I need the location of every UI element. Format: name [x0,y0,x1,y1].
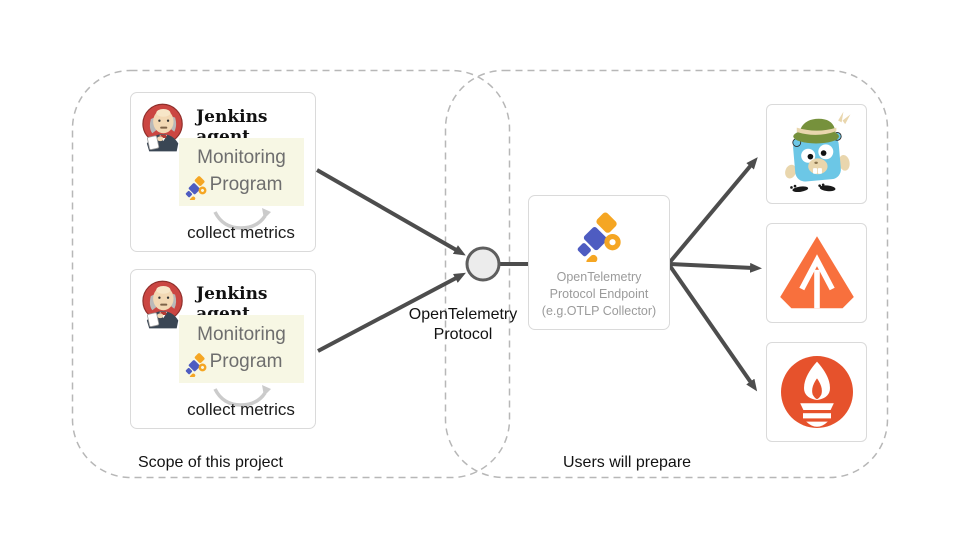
arrow-endpoint-to-zipkin [669,262,762,273]
scope-group-label: Scope of this project [138,454,283,471]
endpoint-label-line2: Protocol Endpoint [549,287,649,301]
arrow-endpoint-to-jaeger [668,157,758,264]
otlp-protocol-label-line2: Protocol [433,326,493,343]
opentelemetry-telescope-icon [572,208,626,262]
arrow-agent1-to-node [316,168,466,256]
program-label-line1: Monitoring [197,324,286,345]
program-label-line2: Program [209,351,283,372]
collect-metrics-label: collect metrics [187,400,295,419]
endpoint-label-line1: OpenTelemetry [556,270,642,284]
otlp-protocol-label-line1: OpenTelemetry [408,306,518,323]
otlp-protocol-label: OpenTelemetry Protocol [378,305,548,345]
otlp-endpoint-card: OpenTelemetry Protocol Endpoint (e.g.OTL… [528,195,670,330]
program-label-line2: Program [209,174,283,195]
telescope-icon [183,351,209,377]
program-label-line1: Monitoring [197,147,286,168]
otlp-junction-node [465,246,501,282]
zipkin-logo [777,233,857,313]
telescope-icon [183,174,209,200]
monitoring-program-box: Monitoring Program [179,138,304,206]
monitoring-program-box: Monitoring Program [179,315,304,383]
backend-card-prometheus [766,342,867,442]
arrow-endpoint-to-prometheus [668,264,758,392]
endpoint-label: OpenTelemetry Protocol Endpoint (e.g.OTL… [542,269,656,320]
jenkins-agent-card-1: Jenkins agent Monitoring Program collect… [130,92,316,252]
users-group-label: Users will prepare [563,454,692,471]
backend-card-zipkin [766,223,867,323]
backend-card-jaeger [766,104,867,204]
collect-metrics-label: collect metrics [187,223,295,242]
endpoint-label-line3: (e.g.OTLP Collector) [541,304,657,318]
jaeger-logo [773,110,861,198]
prometheus-logo [777,352,857,432]
jenkins-agent-card-2: Jenkins agent Monitoring Program collect… [130,269,316,429]
